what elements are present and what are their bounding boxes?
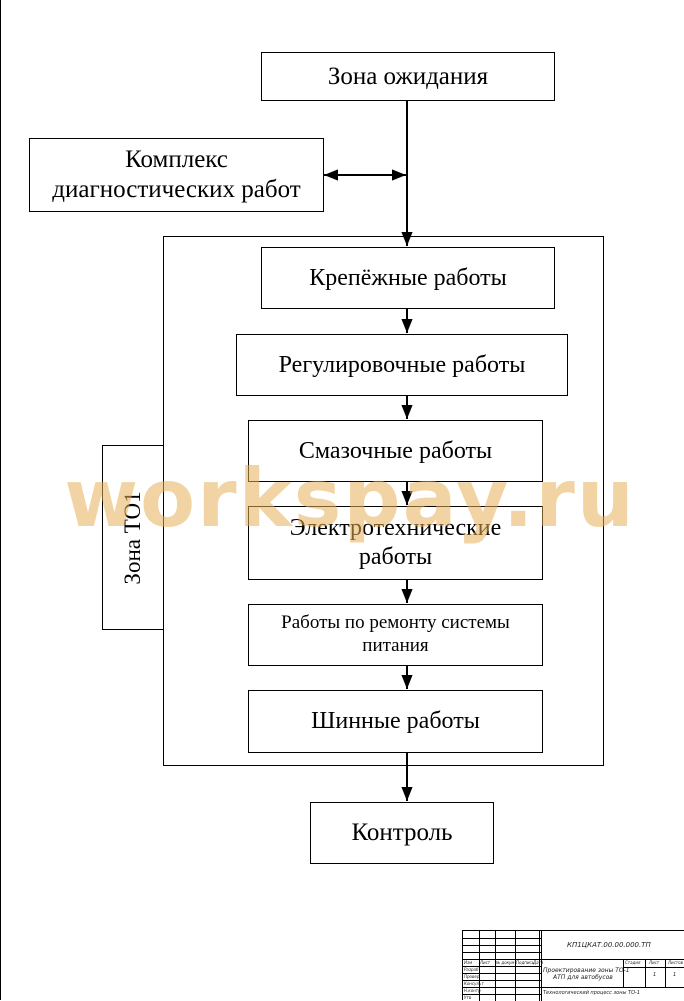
title-block-sheet-header: Лист bbox=[649, 960, 660, 965]
step-lubrication-label: Смазочные работы bbox=[298, 437, 493, 464]
title-block-project-line-2: АТП для автобусов bbox=[553, 974, 613, 981]
to1-zone-label: Зона ТО1 bbox=[120, 490, 145, 585]
title-block-col-3: № докум bbox=[496, 960, 515, 965]
title-block-row-4: Н.контр bbox=[464, 988, 481, 993]
title-block-col-2: Лист bbox=[480, 960, 491, 965]
step-electrical-label-line-1: Электротехнические bbox=[289, 515, 502, 542]
step-fuel-system-box: Работы по ремонту системы питания bbox=[248, 604, 543, 666]
step-electrical-box: Электротехнические работы bbox=[248, 506, 543, 580]
diagnostics-box: Комплекс диагностических работ bbox=[29, 138, 324, 212]
waiting-zone-label: Зона ожидания bbox=[327, 62, 489, 90]
title-block-row-5: Утв bbox=[464, 995, 472, 1000]
waiting-zone-box: Зона ожидания bbox=[261, 52, 555, 101]
title-block-row-3: Консульт bbox=[464, 981, 484, 986]
title-block-sheet-title: Технологический процесс зоны ТО-1 bbox=[543, 990, 641, 996]
title-block-col-5: Дата bbox=[533, 960, 544, 965]
diagnostics-label-line-2: диагностических работ bbox=[52, 176, 301, 203]
title-block-col-1: Изм bbox=[464, 960, 473, 965]
title-block-sheets-value: 1 bbox=[673, 972, 677, 978]
step-fastening-label: Крепёжные работы bbox=[309, 264, 507, 291]
diagnostics-label-line-1: Комплекс bbox=[125, 146, 228, 173]
title-block-sheet-value: 1 bbox=[653, 972, 657, 978]
step-adjustment-label: Регулировочные работы bbox=[278, 351, 526, 378]
title-block-stage-header: Стадия bbox=[625, 960, 641, 965]
title-block: Изм Лист № докум Подпись Дата Разраб Про… bbox=[462, 930, 684, 1001]
control-label: Контроль bbox=[351, 819, 453, 846]
title-block-row-2: Провер bbox=[464, 974, 480, 979]
to1-zone-label-box: Зона ТО1 bbox=[102, 445, 164, 630]
step-lubrication-box: Смазочные работы bbox=[248, 420, 543, 482]
step-fastening-box: Крепёжные работы bbox=[261, 247, 555, 309]
control-box: Контроль bbox=[310, 802, 494, 864]
to1-zone-container bbox=[163, 236, 604, 766]
title-block-project-line-1: Проектирование зоны ТО-1 bbox=[543, 967, 630, 974]
title-block-col-4: Подпись bbox=[516, 960, 534, 965]
step-electrical-label-line-2: работы bbox=[358, 544, 433, 570]
step-adjustment-box: Регулировочные работы bbox=[236, 334, 568, 396]
step-fuel-system-label-line-2: питания bbox=[362, 635, 429, 656]
title-block-row-1: Разраб bbox=[464, 967, 479, 972]
step-fuel-system-label-line-1: Работы по ремонту системы bbox=[281, 612, 510, 634]
step-tire-box: Шинные работы bbox=[248, 690, 543, 753]
title-block-doc-code: КП1ЦКАТ.00.00.000.ТП bbox=[567, 941, 651, 949]
step-tire-label: Шинные работы bbox=[311, 708, 480, 735]
title-block-sheets-header: Листов bbox=[668, 960, 683, 965]
